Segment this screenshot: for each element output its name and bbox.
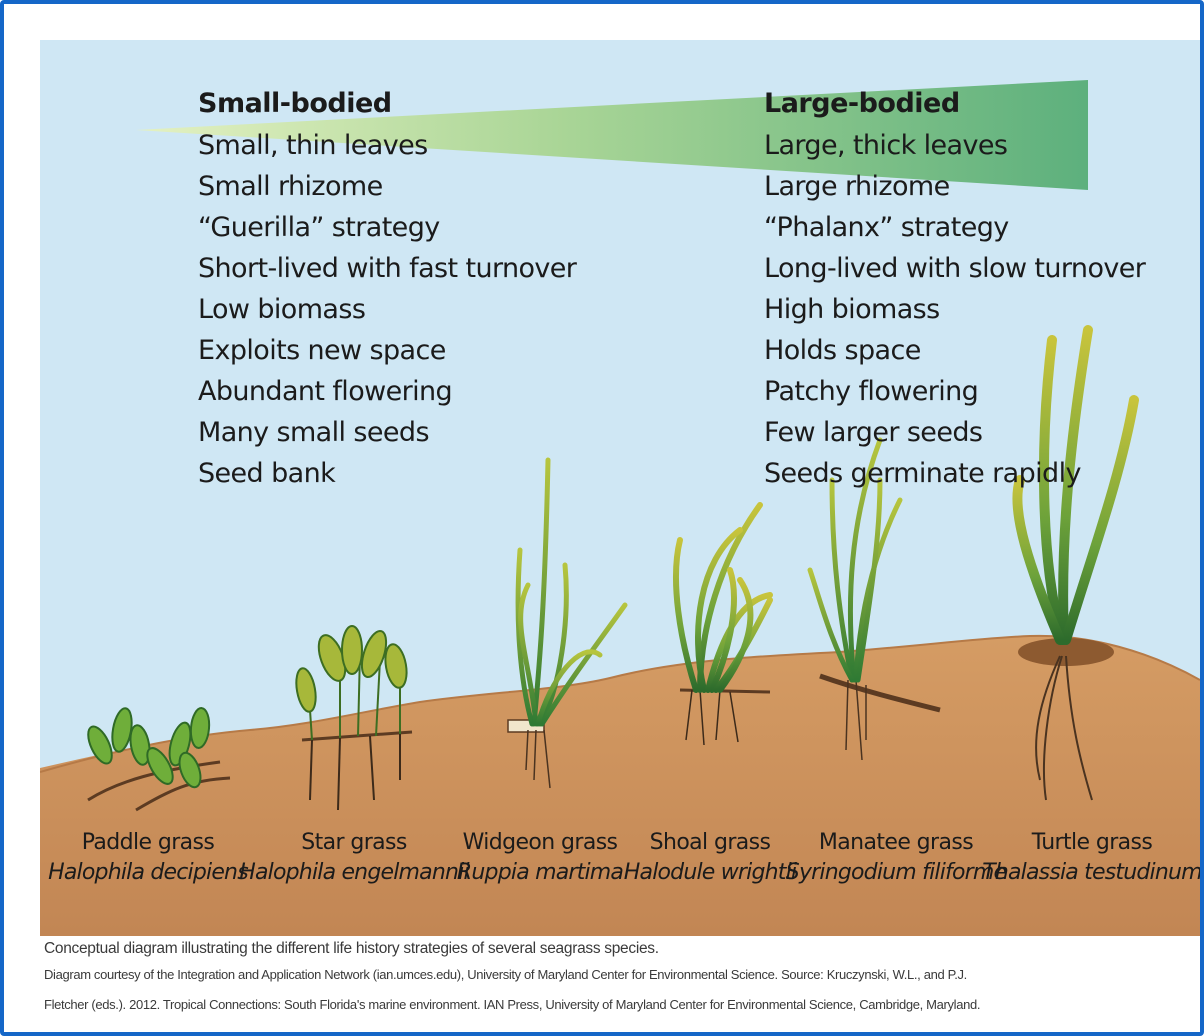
species-label-star-grass: Star grass Halophila engelmannii: [239, 828, 469, 888]
caption-credit-line: Diagram courtesy of the Integration and …: [44, 962, 1194, 988]
trait-item: Large rhizome: [764, 166, 1145, 207]
trait-item: Seeds germinate rapidly: [764, 453, 1145, 494]
species-common-name: Star grass: [239, 828, 469, 858]
species-label-widgeon-grass: Widgeon grass Ruppia martima: [457, 828, 623, 888]
trait-item: Few larger seeds: [764, 412, 1145, 453]
species-latin-name: Halophila engelmannii: [239, 858, 469, 888]
small-bodied-column: Small-bodied Small, thin leaves Small rh…: [198, 88, 576, 494]
trait-item: Short-lived with fast turnover: [198, 248, 576, 289]
trait-item: Many small seeds: [198, 412, 576, 453]
species-common-name: Shoal grass: [624, 828, 796, 858]
caption-title: Conceptual diagram illustrating the diff…: [44, 940, 1194, 958]
trait-item: Holds space: [764, 330, 1145, 371]
species-latin-name: Halodule wrightii: [624, 858, 796, 888]
trait-item: Seed bank: [198, 453, 576, 494]
large-bodied-column: Large-bodied Large, thick leaves Large r…: [764, 88, 1145, 494]
figure-caption: Conceptual diagram illustrating the diff…: [44, 936, 1194, 1018]
trait-item: Small rhizome: [198, 166, 576, 207]
species-label-shoal-grass: Shoal grass Halodule wrightii: [624, 828, 796, 888]
trait-item: Exploits new space: [198, 330, 576, 371]
species-common-name: Widgeon grass: [457, 828, 623, 858]
trait-item: “Guerilla” strategy: [198, 207, 576, 248]
small-bodied-heading: Small-bodied: [198, 88, 576, 119]
species-latin-name: Thalassia testudinum: [982, 858, 1200, 888]
species-latin-name: Halophila decipiens: [48, 858, 248, 888]
species-label-turtle-grass: Turtle grass Thalassia testudinum: [982, 828, 1200, 888]
species-latin-name: Ruppia martima: [457, 858, 623, 888]
seagrass-diagram: Small-bodied Small, thin leaves Small rh…: [40, 40, 1200, 936]
trait-item: Large, thick leaves: [764, 125, 1145, 166]
trait-item: Abundant flowering: [198, 371, 576, 412]
species-label-paddle-grass: Paddle grass Halophila decipiens: [48, 828, 248, 888]
trait-item: Low biomass: [198, 289, 576, 330]
trait-item: High biomass: [764, 289, 1145, 330]
trait-item: Patchy flowering: [764, 371, 1145, 412]
species-common-name: Manatee grass: [786, 828, 1006, 858]
large-bodied-heading: Large-bodied: [764, 88, 1145, 119]
species-latin-name: Syringodium filiforme: [786, 858, 1006, 888]
trait-item: “Phalanx” strategy: [764, 207, 1145, 248]
trait-item: Small, thin leaves: [198, 125, 576, 166]
species-common-name: Turtle grass: [982, 828, 1200, 858]
species-label-manatee-grass: Manatee grass Syringodium filiforme: [786, 828, 1006, 888]
species-common-name: Paddle grass: [48, 828, 248, 858]
trait-item: Long-lived with slow turnover: [764, 248, 1145, 289]
sediment-bed: [40, 636, 1200, 936]
caption-credit-line: Fletcher (eds.). 2012. Tropical Connecti…: [44, 992, 1194, 1018]
